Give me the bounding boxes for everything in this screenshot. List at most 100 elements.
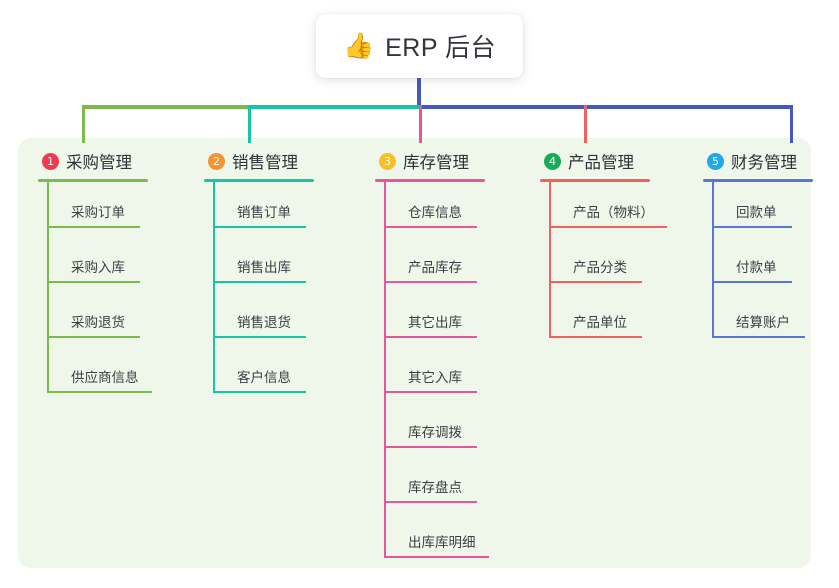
column-header-purchase[interactable]: 1 采购管理	[38, 148, 148, 174]
menu-item-underline	[712, 281, 792, 283]
menu-item-underline	[384, 391, 477, 393]
badge-number-icon: 3	[379, 152, 396, 170]
menu-item[interactable]: 销售出库	[204, 237, 314, 292]
column-title: 采购管理	[66, 154, 132, 172]
menu-item[interactable]: 库存调拨	[375, 402, 485, 457]
column-items-product: 产品（物料） 产品分类产品单位	[540, 182, 667, 347]
menu-item-underline	[213, 281, 306, 283]
column-items-purchase: 采购订单采购入库采购退货供应商信息	[38, 182, 152, 402]
menu-item-label: 回款单	[736, 205, 777, 220]
menu-item[interactable]: 销售退货	[204, 292, 314, 347]
column-spine	[47, 182, 49, 393]
menu-item-underline	[549, 336, 642, 338]
menu-item-underline	[47, 336, 140, 338]
menu-item-underline	[47, 226, 140, 228]
drop-sales	[248, 105, 251, 143]
drop-inventory	[419, 105, 422, 143]
menu-item[interactable]: 产品（物料）	[540, 182, 667, 237]
column-underline	[540, 179, 650, 182]
column-title: 库存管理	[403, 154, 469, 172]
menu-item[interactable]: 其它入库	[375, 347, 485, 402]
menu-item[interactable]: 其它出库	[375, 292, 485, 347]
root-trunk-connector	[417, 78, 421, 108]
menu-item-label: 采购退货	[71, 315, 125, 330]
green-segment	[82, 105, 248, 109]
menu-item[interactable]: 产品单位	[540, 292, 650, 347]
menu-item-label: 销售订单	[237, 205, 291, 220]
menu-item[interactable]: 产品库存	[375, 237, 485, 292]
root-title: ERP 后台	[385, 34, 497, 62]
menu-item-label: 销售退货	[237, 315, 291, 330]
menu-item-underline	[549, 281, 642, 283]
menu-item-underline	[384, 556, 489, 558]
menu-item-underline	[384, 281, 477, 283]
menu-item-underline	[213, 391, 306, 393]
menu-item[interactable]: 采购订单	[38, 182, 148, 237]
teal-segment	[248, 105, 419, 109]
menu-item-label: 产品（物料）	[573, 205, 654, 220]
column-title: 销售管理	[232, 154, 298, 172]
thumbs-up-icon: 👍	[342, 31, 375, 60]
menu-item-label: 采购入库	[71, 260, 125, 275]
badge-number-icon: 1	[42, 152, 59, 170]
menu-item-underline	[384, 336, 477, 338]
menu-item-label: 客户信息	[237, 370, 291, 385]
drop-product	[584, 105, 587, 143]
column-spine	[384, 182, 386, 558]
blue-segment	[419, 105, 793, 109]
menu-item-label: 付款单	[736, 260, 777, 275]
column-underline	[703, 179, 813, 182]
column-underline	[38, 179, 148, 182]
menu-item-label: 出库库明细	[408, 535, 476, 550]
menu-item-label: 仓库信息	[408, 205, 462, 220]
menu-item-underline	[47, 391, 152, 393]
menu-item-underline	[47, 281, 140, 283]
menu-item[interactable]: 采购退货	[38, 292, 148, 347]
column-purchase: 1 采购管理采购订单采购入库采购退货供应商信息	[38, 148, 152, 402]
menu-item-underline	[213, 226, 306, 228]
menu-item[interactable]: 结算账户	[703, 292, 813, 347]
menu-item-underline	[549, 226, 667, 228]
menu-item-underline	[384, 226, 477, 228]
menu-item-underline	[712, 336, 805, 338]
menu-item-label: 库存盘点	[408, 480, 462, 495]
badge-number-icon: 5	[707, 152, 724, 170]
menu-item[interactable]: 回款单	[703, 182, 813, 237]
menu-item[interactable]: 供应商信息	[38, 347, 152, 402]
column-title: 产品管理	[568, 154, 634, 172]
menu-item[interactable]: 销售订单	[204, 182, 314, 237]
menu-item-label: 销售出库	[237, 260, 291, 275]
menu-item-underline	[712, 226, 792, 228]
drop-purchase	[82, 105, 85, 143]
menu-item-underline	[384, 446, 477, 448]
menu-item[interactable]: 付款单	[703, 237, 813, 292]
column-items-sales: 销售订单销售出库销售退货客户信息	[204, 182, 314, 402]
root-node[interactable]: 👍 ERP 后台	[316, 14, 523, 78]
menu-item-label: 采购订单	[71, 205, 125, 220]
menu-item-underline	[384, 501, 477, 503]
menu-item[interactable]: 客户信息	[204, 347, 314, 402]
column-items-inventory: 仓库信息产品库存其它出库其它入库库存调拨库存盘点出库库明细	[375, 182, 489, 567]
menu-item[interactable]: 采购入库	[38, 237, 148, 292]
menu-item-label: 产品分类	[573, 260, 627, 275]
menu-item[interactable]: 产品分类	[540, 237, 650, 292]
column-header-inventory[interactable]: 3 库存管理	[375, 148, 485, 174]
menu-item-label: 其它入库	[408, 370, 462, 385]
column-spine	[712, 182, 714, 338]
menu-item-label: 产品库存	[408, 260, 462, 275]
column-inventory: 3 库存管理仓库信息产品库存其它出库其它入库库存调拨库存盘点出库库明细	[375, 148, 489, 567]
column-items-finance: 回款单付款单结算账户	[703, 182, 813, 347]
menu-item[interactable]: 仓库信息	[375, 182, 485, 237]
menu-item-label: 其它出库	[408, 315, 462, 330]
column-spine	[549, 182, 551, 338]
menu-item[interactable]: 出库库明细	[375, 512, 489, 567]
menu-item[interactable]: 库存盘点	[375, 457, 485, 512]
menu-item-label: 结算账户	[736, 315, 790, 330]
